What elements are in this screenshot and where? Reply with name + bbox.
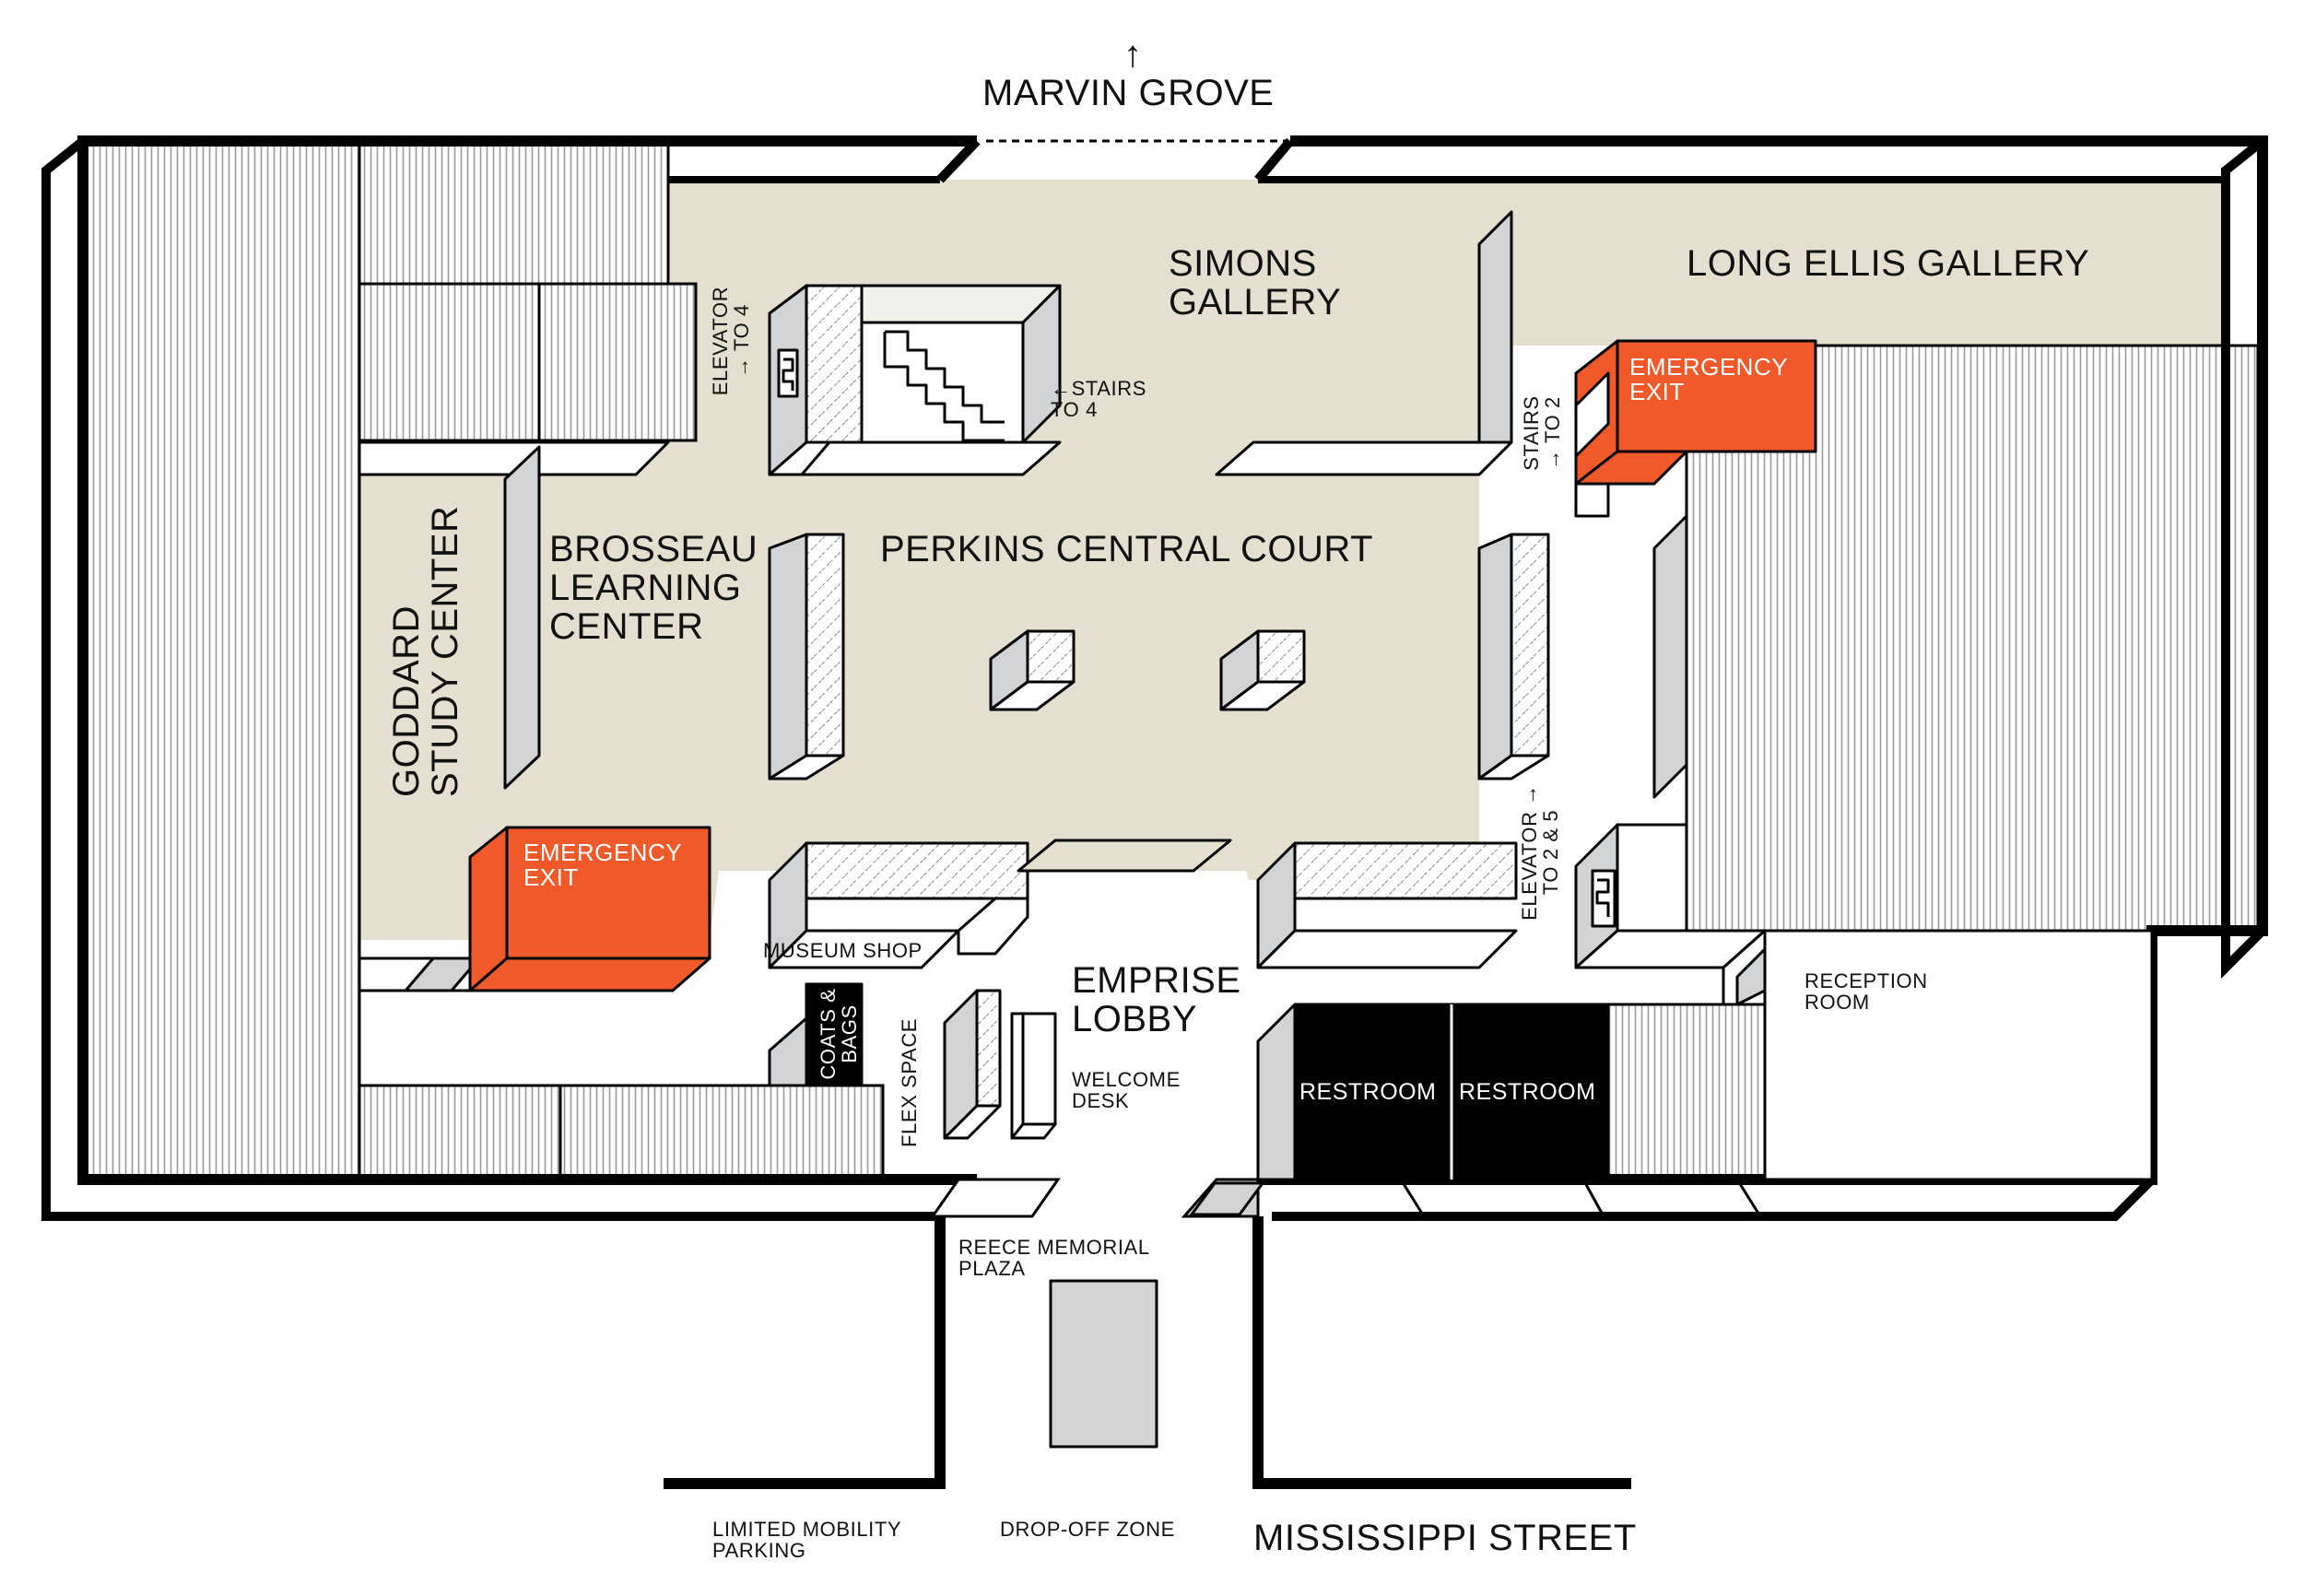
- brosseau-learning-center-label: BROSSEAU LEARNING CENTER: [549, 530, 758, 646]
- perkins-central-court-label: PERKINS CENTRAL COURT: [880, 529, 1374, 569]
- coats-bags-label: COATS & BAGS: [817, 988, 862, 1080]
- stairs-to-2-label: STAIRS → TO 2: [1520, 387, 1565, 479]
- elevator-4-text: ELEVATOR → TO 4: [709, 286, 754, 396]
- east-exit-text: EMERGENCY EXIT: [1629, 353, 1788, 406]
- drop-off-zone-label: DROP-OFF ZONE: [1000, 1518, 1175, 1541]
- elevator-to-4-label: ELEVATOR → TO 4: [709, 276, 754, 405]
- elevator-to-2-5-label: ELEVATOR → TO 2 & 5: [1518, 783, 1563, 921]
- outer-walls: [41, 135, 2268, 1489]
- storage-room-2: [537, 282, 698, 442]
- south-west-striped-2: [558, 1084, 885, 1181]
- flex-space-label: FLEX SPACE: [898, 1017, 921, 1147]
- emprise-text: EMPRISE LOBBY: [1072, 960, 1241, 1039]
- east-emergency-exit-label: EMERGENCY EXIT: [1629, 353, 1795, 406]
- marvin-grove-label: MARVIN GROVE: [982, 73, 1275, 113]
- reception-room-label: RECEPTION ROOM: [1804, 970, 1961, 1013]
- west-emergency-exit-label: EMERGENCY EXIT: [523, 839, 689, 892]
- museum-shop-label: MUSEUM SHOP: [763, 939, 923, 962]
- south-west-striped-1: [358, 1084, 562, 1181]
- stairs-to-4-label: ←STAIRS TO 4: [1051, 378, 1161, 420]
- south-east-striped: [1606, 1003, 1767, 1181]
- goddard-study-center-label: GODDARD STUDY CENTER: [386, 502, 465, 797]
- parking-text: LIMITED MOBILITY PARKING: [712, 1518, 901, 1563]
- coats-text: COATS & BAGS: [817, 988, 862, 1080]
- brosseau-text: BROSSEAU LEARNING CENTER: [549, 529, 758, 647]
- partitions: [358, 210, 2154, 1449]
- reece-memorial-plaza-label: REECE MEMORIAL PLAZA: [958, 1237, 1180, 1279]
- long-ellis-gallery-label: LONG ELLIS GALLERY: [1687, 243, 2090, 284]
- emergency-exits: [468, 339, 1817, 992]
- welcome-desk-label: WELCOME DESK: [1072, 1069, 1210, 1111]
- south-doors: [930, 1178, 1762, 1218]
- simons-gallery-text: SIMONS GALLERY: [1169, 243, 1342, 323]
- west-exit-text: EMERGENCY EXIT: [523, 839, 682, 892]
- limited-mobility-parking-label: LIMITED MOBILITY PARKING: [712, 1519, 952, 1561]
- stairs-4-text: ←STAIRS TO 4: [1051, 377, 1147, 422]
- north-arrow-icon: ↑: [1123, 34, 1143, 75]
- simons-gallery-label: SIMONS GALLERY: [1169, 244, 1341, 322]
- goddard-text: GODDARD STUDY CENTER: [386, 505, 465, 797]
- north-west-striped: [358, 139, 670, 286]
- reece-text: REECE MEMORIAL PLAZA: [958, 1236, 1149, 1281]
- stairs-core: [768, 284, 1062, 476]
- mississippi-street-label: MISSISSIPPI STREET: [1253, 1518, 1637, 1558]
- emprise-lobby-label: EMPRISE LOBBY: [1072, 961, 1240, 1039]
- welcome-text: WELCOME DESK: [1072, 1068, 1181, 1113]
- storage-room-1: [358, 282, 541, 442]
- restroom-1-label: RESTROOM: [1299, 1079, 1437, 1105]
- stairs-2-text: STAIRS → TO 2: [1520, 395, 1565, 471]
- reception-text: RECEPTION ROOM: [1804, 969, 1928, 1015]
- elevator-2-5-text: ELEVATOR → TO 2 & 5: [1518, 784, 1563, 921]
- west-striped-wing: [81, 139, 361, 1181]
- restroom-2-label: RESTROOM: [1459, 1079, 1596, 1105]
